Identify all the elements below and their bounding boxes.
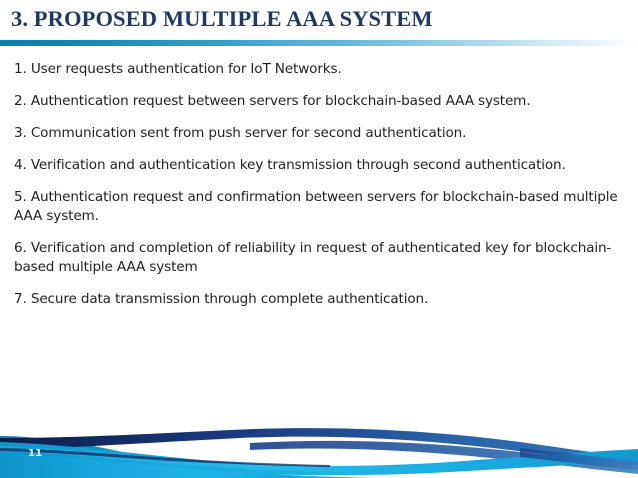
footer-wave-decoration	[0, 412, 638, 478]
wave-graphic	[0, 428, 638, 478]
list-item: 7. Secure data transmission through comp…	[14, 291, 429, 307]
list-item: 4. Verification and authentication key t…	[14, 157, 566, 173]
list-item: 1. User requests authentication for IoT …	[14, 61, 342, 77]
wave-band-navy-tail	[520, 448, 638, 470]
list-item: 6. Verification and completion of reliab…	[14, 240, 612, 275]
list-item: 3. Communication sent from push server f…	[14, 125, 467, 141]
wave-band-navy-sliver	[0, 448, 330, 467]
page-title: 3. PROPOSED MULTIPLE AAA SYSTEM	[11, 6, 433, 31]
wave-band-cyan-lower-left	[0, 452, 380, 478]
wave-band-cyan-accent	[0, 446, 638, 472]
list-item: 5. Authentication request and confirmati…	[14, 189, 618, 224]
list-item: 2. Authentication request between server…	[14, 93, 531, 109]
content-list: 1. User requests authentication for IoT …	[14, 60, 622, 322]
page-number: 11	[28, 448, 43, 459]
wave-band-navy-main	[0, 428, 638, 466]
title-divider	[0, 40, 638, 46]
